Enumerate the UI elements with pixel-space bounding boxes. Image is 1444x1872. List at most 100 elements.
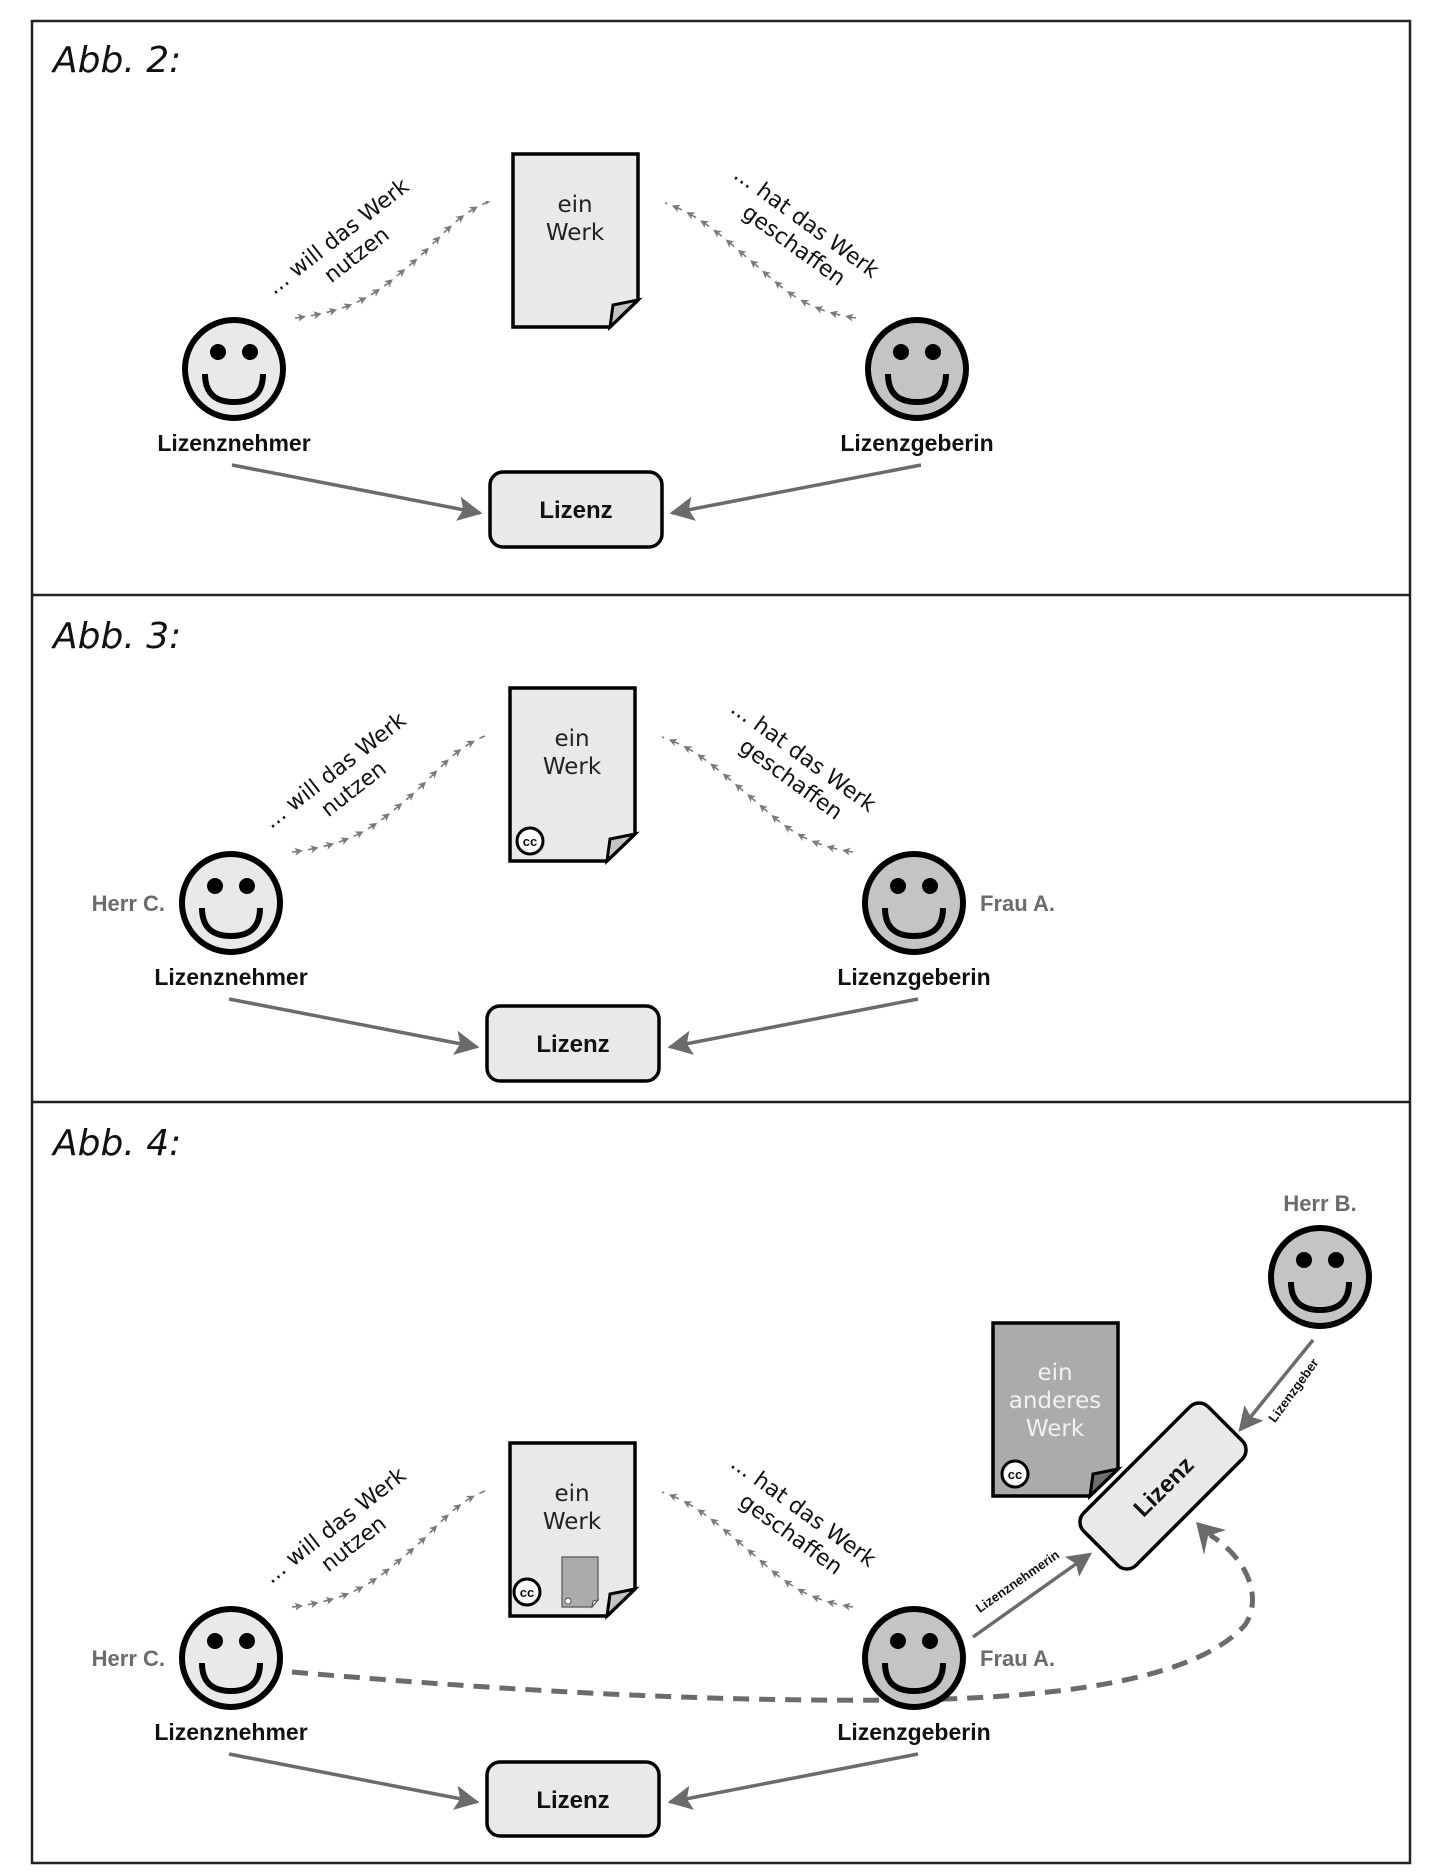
licensor-role: Lizenzgeberin xyxy=(840,430,993,456)
arrow-licensor-to-second-license xyxy=(971,1552,1092,1639)
licensor-role: Lizenzgeberin xyxy=(837,964,990,990)
small-arrowhead xyxy=(783,824,793,833)
license-label: Lizenz xyxy=(536,1031,609,1058)
small-arrowhead xyxy=(417,781,427,791)
smiley-gray-icon xyxy=(865,1609,963,1707)
other-work-line1: ein xyxy=(1037,1360,1072,1386)
third-party-name: Herr B. xyxy=(1283,1191,1356,1216)
license-label: Lizenz xyxy=(539,497,612,524)
arrow-licensee-to-license xyxy=(231,463,483,521)
smiley-gray-icon xyxy=(868,320,966,418)
work-label-line2: Werk xyxy=(546,220,605,246)
small-arrowhead xyxy=(428,770,438,779)
arrow-licensor-to-license xyxy=(669,463,922,521)
smiley-light-icon xyxy=(182,1609,280,1707)
licensor-relation-label: ... hat das Werk geschaffen xyxy=(710,696,885,843)
small-arrowhead xyxy=(774,281,784,290)
small-arrowhead xyxy=(826,844,836,853)
small-arrowhead xyxy=(354,831,364,839)
licensor-relation-label: ... hat das Werk geschaffen xyxy=(710,1451,885,1598)
work-label-line2: Werk xyxy=(543,754,602,780)
small-arrowhead xyxy=(417,1536,427,1546)
small-arrowhead xyxy=(452,749,462,758)
panel-abb-2: Abb. 2: ... will das Werk nutzen ein Wer… xyxy=(51,40,994,549)
arrow-licensee-to-license xyxy=(228,1752,480,1810)
svg-text:cc: cc xyxy=(1008,1467,1022,1482)
small-arrowhead xyxy=(396,268,406,278)
small-arrowhead xyxy=(381,813,390,822)
small-arrowhead xyxy=(468,206,478,214)
small-arrowhead xyxy=(797,833,807,842)
small-arrowhead xyxy=(294,847,303,856)
licensor-role: Lizenzgeberin xyxy=(837,1719,990,1745)
small-arrowhead xyxy=(440,1514,449,1523)
arrow-licensee-to-license xyxy=(228,997,480,1055)
wavy-arrow-licensor xyxy=(661,736,854,853)
small-arrowhead xyxy=(312,311,322,320)
small-arrowhead xyxy=(842,847,851,856)
licensee-role: Lizenznehmer xyxy=(154,1719,307,1745)
small-arrowhead xyxy=(686,212,696,220)
licensor-relation-label: ... hat das Werk geschaffen xyxy=(713,162,888,309)
small-arrowhead xyxy=(452,1504,462,1513)
small-arrowhead xyxy=(845,313,854,322)
work-label-line1: ein xyxy=(554,726,589,752)
small-arrowhead xyxy=(428,1525,438,1534)
small-arrowhead xyxy=(725,239,735,248)
svg-text:cc: cc xyxy=(523,834,537,849)
small-arrowhead xyxy=(309,845,319,854)
other-work-line2: anderes xyxy=(1009,1388,1102,1414)
panel-abb-3: Abb. 3: ... will das Werk nutzen ein Wer… xyxy=(51,616,1055,1083)
small-arrowhead xyxy=(710,763,719,772)
small-arrowhead xyxy=(722,1528,732,1537)
small-arrowhead xyxy=(393,802,403,812)
arrow-licensor-to-license xyxy=(667,1752,919,1810)
small-arrowhead xyxy=(405,792,415,801)
dashed-arrow-head xyxy=(1196,1522,1226,1555)
small-arrowhead xyxy=(737,249,747,259)
small-arrowhead xyxy=(393,1557,403,1567)
small-arrowhead xyxy=(668,1493,678,1502)
small-arrowhead xyxy=(829,310,839,319)
work-document: ein Werk cc xyxy=(508,686,640,866)
small-arrowhead xyxy=(465,740,475,748)
small-arrowhead xyxy=(325,841,335,850)
small-arrowhead xyxy=(697,754,707,762)
license-box xyxy=(485,1760,661,1838)
small-arrowhead xyxy=(734,783,744,793)
small-arrowhead xyxy=(340,1592,350,1600)
small-arrowhead xyxy=(700,220,710,229)
smiley-gray-icon xyxy=(865,854,963,952)
small-arrowhead xyxy=(814,306,824,314)
dashed-arrow-licensee-to-second-license xyxy=(291,1532,1255,1703)
work-document: ein Werk cc xyxy=(508,1441,640,1621)
outer-frame xyxy=(30,19,1412,1865)
embedded-document-icon xyxy=(561,1556,600,1609)
other-work-line3: Werk xyxy=(1026,1416,1085,1442)
arrow-third-party-to-second-license xyxy=(1238,1338,1315,1432)
small-arrowhead xyxy=(747,1549,756,1558)
small-arrowhead xyxy=(668,738,678,747)
small-arrowhead xyxy=(405,1547,415,1556)
licensee-role: Lizenznehmer xyxy=(157,430,310,456)
small-arrowhead xyxy=(309,1600,319,1609)
licensee-relation-label: ... will das Werk nutzen xyxy=(259,1459,432,1610)
smiley-light-icon xyxy=(185,320,283,418)
licensor-name: Frau A. xyxy=(980,891,1055,916)
small-arrowhead xyxy=(465,1495,475,1503)
small-arrowhead xyxy=(771,1570,781,1579)
small-arrowhead xyxy=(722,773,732,782)
licensee-relation-label: ... will das Werk nutzen xyxy=(262,170,435,321)
small-arrowhead xyxy=(683,1501,693,1509)
license-box xyxy=(485,1004,661,1083)
small-arrowhead xyxy=(783,1579,793,1588)
small-arrowhead xyxy=(408,258,418,267)
small-arrowhead xyxy=(440,759,449,768)
small-arrowhead xyxy=(384,279,393,288)
work-label-line2: Werk xyxy=(543,1509,602,1535)
small-arrowhead xyxy=(697,1509,707,1518)
small-arrowhead xyxy=(842,1602,851,1611)
small-arrowhead xyxy=(368,822,378,831)
small-arrowhead xyxy=(455,215,465,224)
